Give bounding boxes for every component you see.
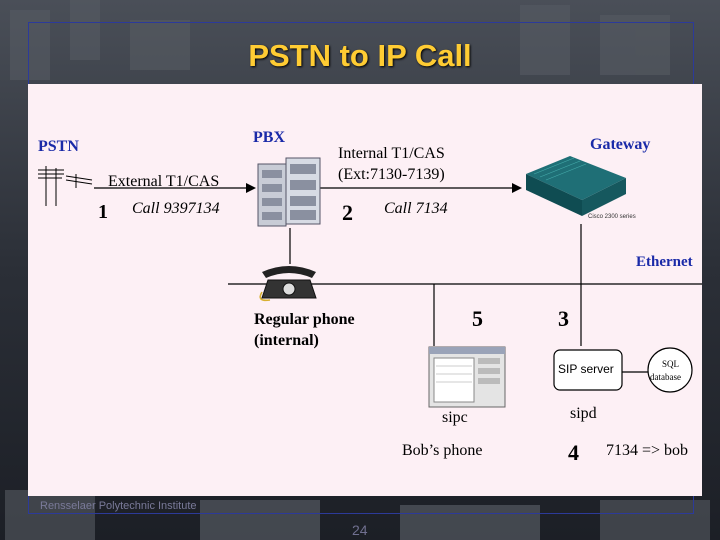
sql-label-line1: SQL <box>662 359 680 369</box>
sip-server-icon <box>553 349 623 391</box>
regular-phone-label-line1: Regular phone <box>254 311 355 328</box>
gateway-label: Gateway <box>590 136 651 153</box>
internal-trunk-label-line1: Internal T1/CAS <box>338 145 445 162</box>
diagram-panel: Cisco 2300 series SIP server SQL databas… <box>28 84 702 496</box>
step-3: 3 <box>558 306 569 331</box>
regular-phone-label-line2: (internal) <box>254 332 319 349</box>
step-2: 2 <box>342 200 353 225</box>
pstn-label: PSTN <box>38 138 79 155</box>
internal-trunk-label-line2: (Ext:7130-7139) <box>338 166 445 183</box>
sipd-label: sipd <box>570 405 597 422</box>
pbx-server-icon <box>257 157 321 227</box>
call-internal-label: Call 7134 <box>384 200 448 217</box>
call-external-label: Call 9397134 <box>132 200 220 217</box>
footer-text: Rensselaer Polytechnic Institute <box>40 500 197 512</box>
page-number: 24 <box>352 522 368 538</box>
slide-title: PSTN to IP Call <box>248 38 472 73</box>
gateway-model-label: Cisco 2300 series <box>588 214 636 220</box>
external-trunk-label: External T1/CAS <box>108 173 220 190</box>
telephone-icon <box>259 266 317 302</box>
ethernet-label: Ethernet <box>636 254 693 270</box>
mapping-label: 7134 => bob <box>606 442 689 459</box>
gateway-device-icon <box>526 156 626 216</box>
step-1: 1 <box>98 201 108 223</box>
pstn-tower-icon <box>38 166 93 206</box>
pbx-label: PBX <box>253 129 285 146</box>
sql-label-line2: database <box>650 372 681 382</box>
sipc-label: sipc <box>442 409 468 426</box>
sip-phone-window-icon <box>428 346 506 408</box>
bobs-phone-label: Bob’s phone <box>402 442 483 459</box>
step-5: 5 <box>472 306 483 331</box>
sql-database-icon <box>647 347 693 393</box>
step-4: 4 <box>568 440 579 465</box>
sip-server-label: SIP server <box>558 362 614 376</box>
